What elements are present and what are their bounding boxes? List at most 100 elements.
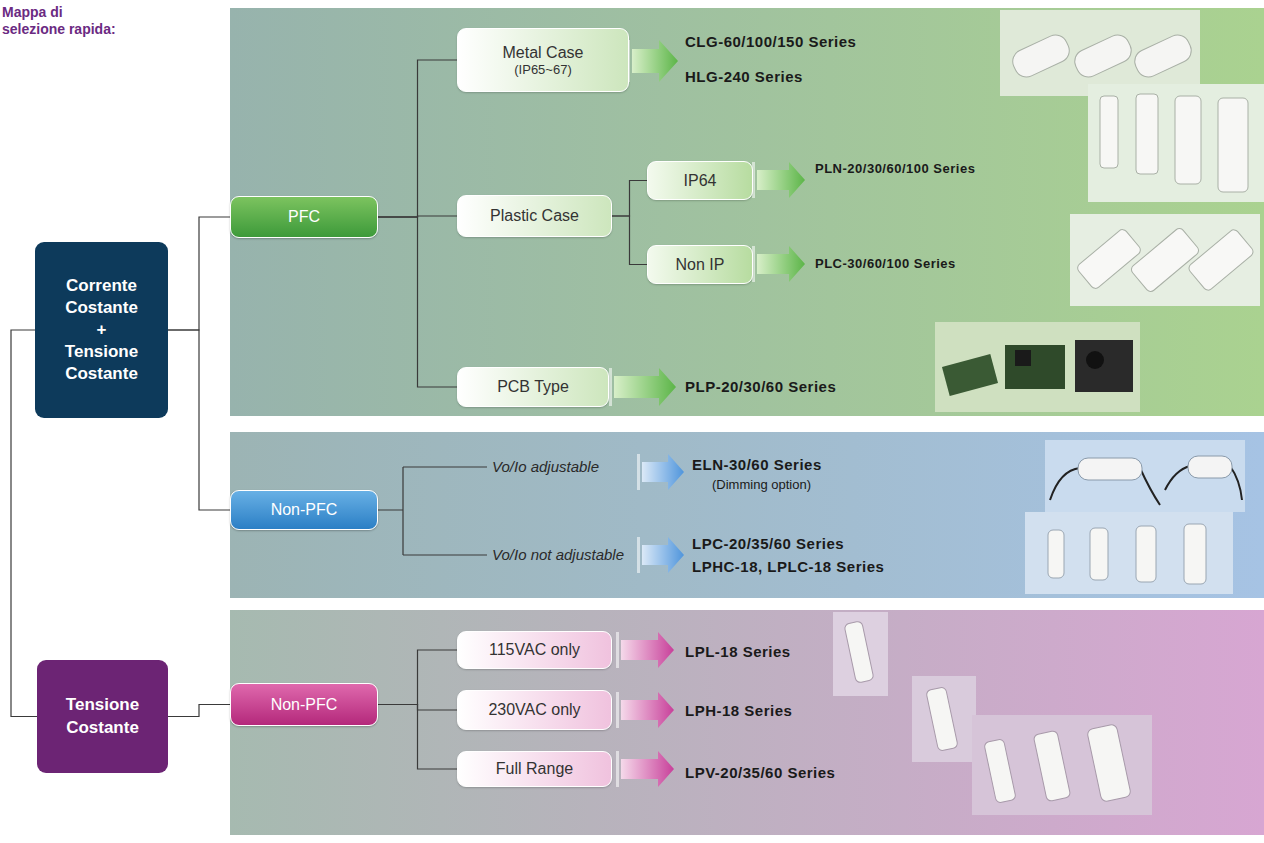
series-label: ELN-30/60 Series (692, 456, 822, 474)
pfc-band (230, 8, 1264, 416)
product-photo (1070, 214, 1260, 306)
box-text: Metal Case (503, 43, 584, 62)
lpc-driver (1184, 524, 1206, 584)
option-box: PCB Type (457, 367, 609, 407)
connector-line (612, 216, 647, 265)
plastic-driver (1129, 227, 1200, 294)
plastic-driver (1100, 96, 1118, 168)
pcb-board (1075, 340, 1133, 392)
pcb-part (1086, 351, 1104, 369)
arrow-bar (616, 751, 619, 787)
pcb-board (942, 354, 998, 396)
block-arrow (642, 454, 684, 490)
metal-driver (1131, 31, 1195, 81)
photo-frame (1088, 84, 1264, 202)
product-photo (1025, 512, 1233, 594)
note-label: (Dimming option) (712, 477, 811, 493)
arrow-bar (609, 368, 612, 406)
series-label: PLP-20/30/60 Series (685, 378, 836, 396)
product-photo (833, 612, 888, 696)
arrow-bar (616, 632, 619, 668)
connector-line (378, 60, 457, 217)
series-label: HLG-240 Series (685, 68, 803, 86)
branch-box: Non-PFC (230, 490, 378, 530)
series-label: LPL-18 Series (685, 643, 791, 661)
connector-line (168, 705, 230, 717)
box-text: Non IP (676, 255, 725, 274)
box-text: IP64 (684, 171, 717, 190)
photo-frame (935, 322, 1140, 412)
block-arrow (632, 40, 678, 82)
option-box: Plastic Case (457, 195, 612, 237)
condition-label: Vo/Io not adjustable (492, 546, 624, 564)
product-photo (935, 322, 1140, 412)
product-photo (912, 676, 976, 762)
option-box: Non IP (647, 245, 753, 284)
series-label: LPH-18 Series (685, 702, 792, 720)
box-text: PCB Type (497, 377, 569, 396)
split-line (378, 467, 487, 555)
connector-line (168, 330, 230, 510)
photo-frame (972, 715, 1152, 815)
connector-line (378, 217, 457, 387)
connector-line (378, 705, 457, 770)
box-text: Corrente Costante + Tensione Costante (61, 275, 142, 385)
connector-line (378, 650, 457, 705)
lpc-driver (1048, 530, 1064, 578)
photo-frame (1025, 512, 1233, 594)
pcb-part (1015, 350, 1031, 366)
plastic-driver (1218, 98, 1248, 192)
block-arrow (621, 751, 674, 787)
box-text: Plastic Case (490, 206, 579, 225)
block-arrow (642, 537, 684, 573)
category-box: Tensione Costante (37, 660, 168, 773)
block-arrow (621, 632, 674, 668)
lpv-driver (1087, 724, 1132, 803)
block-arrow (757, 246, 805, 282)
series-label: LPHC-18, LPLC-18 Series (692, 558, 884, 576)
photo-frame (833, 612, 888, 696)
product-photo (1000, 10, 1200, 96)
box-text: Full Range (496, 759, 573, 778)
option-box: 115VAC only (457, 631, 612, 669)
category-box: Corrente Costante + Tensione Costante (35, 242, 168, 418)
option-box: IP64 (647, 161, 753, 200)
option-box: Full Range (457, 751, 612, 787)
box-subtext: (IP65~67) (514, 62, 571, 78)
lpv-driver (1033, 730, 1071, 802)
eln-driver (1188, 456, 1232, 478)
branch-box: Non-PFC (230, 683, 378, 726)
metal-driver (1071, 31, 1135, 81)
block-arrows (609, 40, 805, 787)
block-arrow (757, 162, 805, 198)
branch-box: PFC (230, 196, 378, 238)
voltage-band (230, 610, 1264, 835)
box-text: PFC (288, 208, 320, 226)
series-label: LPV-20/35/60 Series (685, 764, 835, 782)
plastic-driver (1187, 228, 1255, 292)
box-text: Non-PFC (271, 696, 338, 714)
lpv-driver (984, 739, 1016, 804)
photo-frame (912, 676, 976, 762)
eln-driver (1078, 458, 1142, 480)
series-label: PLC-30/60/100 Series (815, 256, 956, 272)
series-label: LPC-20/35/60 Series (692, 535, 844, 553)
arrow-bar (616, 692, 619, 728)
block-arrow (614, 368, 676, 406)
lpl-driver (844, 621, 874, 683)
condition-label: Vo/Io adjustable (492, 458, 599, 476)
plastic-driver (1175, 96, 1201, 184)
connector-line (612, 181, 647, 217)
lpc-driver (1090, 528, 1108, 580)
option-box: Metal Case(IP65~67) (457, 28, 629, 92)
series-label: PLN-20/30/60/100 Series (815, 161, 975, 177)
plastic-driver (1076, 228, 1143, 291)
product-photo (1088, 84, 1264, 202)
option-box: 230VAC only (457, 690, 612, 730)
box-text: Non-PFC (271, 501, 338, 519)
connector-line (11, 330, 37, 717)
box-text: Tensione Costante (63, 694, 142, 738)
connector-line (168, 217, 230, 330)
series-label: CLG-60/100/150 Series (685, 33, 856, 51)
box-text: 115VAC only (489, 640, 580, 659)
